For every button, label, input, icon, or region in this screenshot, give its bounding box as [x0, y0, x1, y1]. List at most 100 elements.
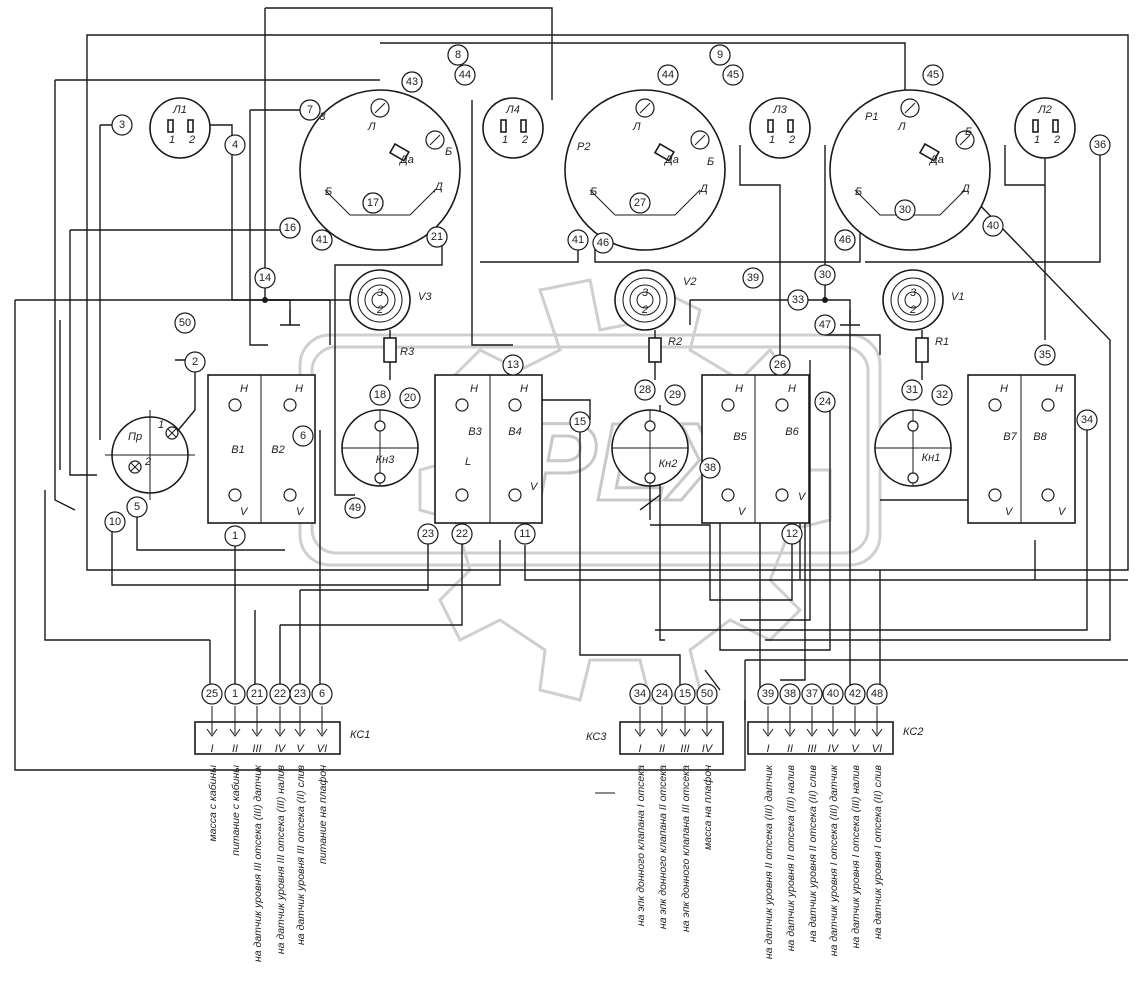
svg-text:2: 2 [909, 304, 916, 316]
svg-text:В6: В6 [785, 426, 799, 438]
wire-number [651, 683, 673, 705]
connector-arrow-icon [294, 728, 306, 737]
wire-number [757, 683, 779, 705]
connector-description: на датчик уровня I отсека (II) слив [872, 764, 884, 939]
svg-text:Н: Н [295, 383, 303, 395]
svg-text:Н: Н [470, 383, 478, 395]
wire-number-label: 34 [634, 688, 646, 700]
wire-number [779, 683, 801, 705]
wire-number [657, 64, 679, 86]
wire-number-label: 40 [987, 220, 999, 232]
switch-block-b5-b6: Н Н В5 В6 V V [701, 374, 810, 524]
wire-number-label: 26 [774, 359, 786, 371]
wire-number [592, 232, 614, 254]
wire-number-label: 15 [679, 688, 691, 700]
wire-labels: 1234567891011121314151617182021222324262… [104, 44, 1111, 705]
wire-number [344, 497, 366, 519]
gauge-r3: Р3 Л Б Да Б Д [299, 89, 461, 251]
svg-text:V3: V3 [418, 291, 432, 303]
wire-number-label: 50 [179, 317, 191, 329]
svg-text:Н: Н [520, 383, 528, 395]
switch-block-b1-b2: Н Н В1 В2 V V [207, 374, 316, 524]
wire-number-label: 10 [109, 516, 121, 528]
wire-number-label: 7 [307, 104, 313, 116]
wire-number-label: 16 [284, 222, 296, 234]
svg-text:Н: Н [1055, 383, 1063, 395]
wire-number-label: 3 [119, 119, 125, 131]
wire-number [674, 683, 696, 705]
wire-number [742, 267, 764, 289]
connector-pin-label: III [252, 743, 261, 755]
connector-pin-label: II [232, 743, 238, 755]
wire-number-label: 46 [839, 234, 851, 246]
wire-number [844, 683, 866, 705]
wire-number-label: 50 [701, 688, 713, 700]
wire-number-label: 6 [300, 430, 306, 442]
wire-number-label: 29 [669, 389, 681, 401]
wire-number-label: 25 [206, 688, 218, 700]
wire-number-label: 6 [319, 688, 325, 700]
valve-v3: V3 32 [349, 269, 432, 331]
gauge-r1: Р1 Л Б Да Б Д [829, 89, 991, 251]
svg-text:Л1: Л1 [172, 104, 187, 116]
connector-arrow-icon [849, 728, 861, 737]
wire-number-label: 48 [871, 688, 883, 700]
connector-description: на датчик уровня III отсека (III) датчик [252, 764, 264, 962]
wire-number-label: 40 [827, 688, 839, 700]
svg-text:Б: Б [855, 186, 862, 198]
svg-text:В8: В8 [1033, 431, 1047, 443]
wire-number [289, 683, 311, 705]
wire-number-label: 21 [431, 231, 443, 243]
connector-arrow-icon [784, 728, 796, 737]
wire-number-label: 38 [704, 462, 716, 474]
frame-wires [14, 7, 1129, 771]
wire-number [696, 683, 718, 705]
svg-text:3: 3 [377, 287, 384, 299]
svg-text:Б: Б [325, 186, 332, 198]
svg-text:2: 2 [1053, 134, 1060, 146]
svg-text:В1: В1 [231, 444, 244, 456]
wire-number [111, 114, 133, 136]
wire-number-label: 24 [819, 396, 831, 408]
gauge-label: Р2 [577, 141, 590, 153]
wire-number-label: 38 [784, 688, 796, 700]
wire-number [514, 523, 536, 545]
connector-arrow-icon [806, 728, 818, 737]
svg-text:Кн3: Кн3 [376, 454, 396, 466]
svg-text:Н: Н [735, 383, 743, 395]
wire-number [447, 44, 469, 66]
gauge-r2: Р2 Л Б Да Б Д [564, 89, 726, 251]
wire-number-label: 35 [1039, 349, 1051, 361]
wire-number-label: 20 [404, 392, 416, 404]
wire-number-label: 18 [374, 389, 386, 401]
wire-number-label: 49 [349, 502, 361, 514]
lamp-l4: Л4 1 2 [482, 97, 544, 159]
wire-number-label: 45 [727, 69, 739, 81]
wire-number-label: 11 [519, 528, 530, 540]
connector-arrow-icon [251, 728, 263, 737]
wire-number [781, 523, 803, 545]
connector-arrow-icon [871, 728, 883, 737]
wire-number-label: 41 [316, 234, 328, 246]
wire-number [699, 457, 721, 479]
svg-text:Б: Б [590, 186, 597, 198]
wire-number-label: 2 [192, 356, 198, 368]
wire-number [567, 229, 589, 251]
connector-arrow-icon [679, 728, 691, 737]
connector-arrow-icon [827, 728, 839, 737]
connector-description: питание на плафон [317, 765, 329, 864]
connector-description: на датчик уровня II отсека (II) слив [807, 764, 819, 942]
svg-text:Да: Да [398, 154, 414, 166]
svg-text:V: V [240, 506, 249, 518]
connector-arrow-icon [634, 728, 646, 737]
wire-number-label: 39 [762, 688, 774, 700]
wire-number [224, 525, 246, 547]
wire-number [224, 134, 246, 156]
wire-number [184, 351, 206, 373]
svg-text:V: V [798, 491, 807, 503]
svg-text:2: 2 [188, 134, 195, 146]
wire-number-label: 30 [899, 204, 911, 216]
connector-pin-label: I [210, 743, 213, 755]
connector-description: на датчик уровня II отсека (III) датчик [763, 764, 775, 959]
